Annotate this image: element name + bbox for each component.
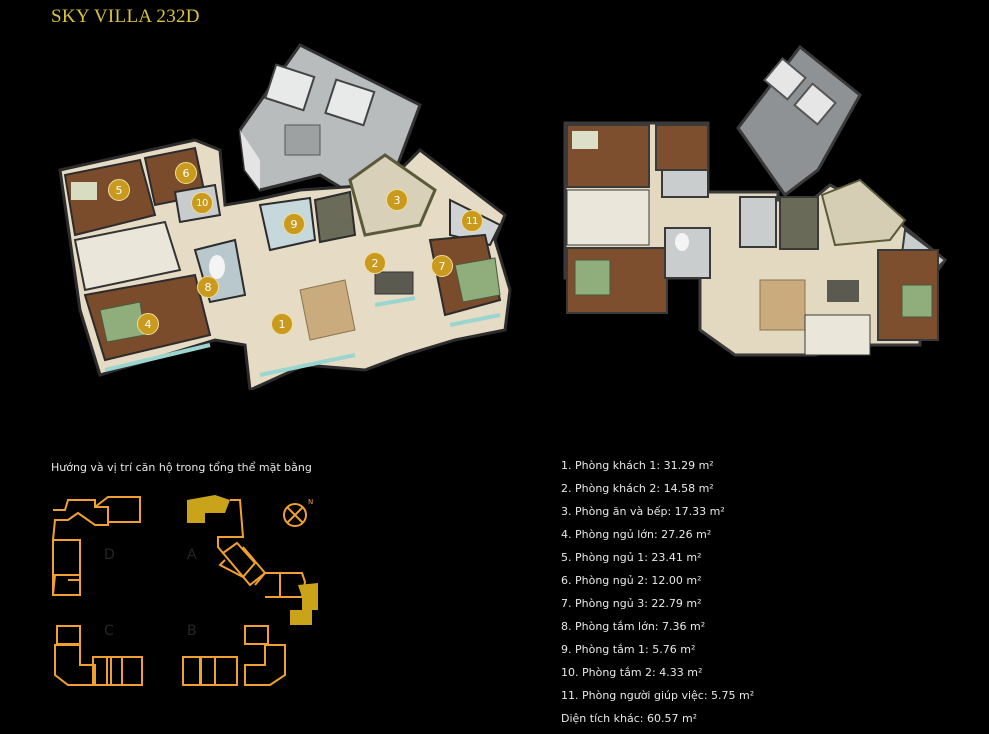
room-marker-2[interactable]: 2	[364, 252, 386, 274]
svg-text:N: N	[308, 498, 313, 506]
floor-plan-2d-drawing	[563, 45, 948, 357]
room-item-1: 1. Phòng khách 1: 31.29 m²	[561, 459, 714, 472]
room-item-3: 3. Phòng ăn và bếp: 17.33 m²	[561, 505, 725, 518]
room-item-7: 7. Phòng ngủ 3: 22.79 m²	[561, 597, 702, 610]
floor-plan-3d-drawing	[58, 43, 512, 390]
room-item-8: 8. Phòng tắm lớn: 7.36 m²	[561, 620, 706, 633]
floor-plan-3d	[45, 40, 515, 390]
room-marker-8[interactable]: 8	[197, 276, 219, 298]
room-marker-4[interactable]: 4	[137, 313, 159, 335]
room-item-2: 2. Phòng khách 2: 14.58 m²	[561, 482, 714, 495]
site-map: N D A C B	[40, 485, 340, 695]
room-marker-10[interactable]: 10	[191, 192, 213, 214]
site-map-drawing: N	[51, 495, 318, 686]
block-label-c: C	[104, 623, 114, 639]
room-marker-6[interactable]: 6	[175, 162, 197, 184]
room-item-10: 10. Phòng tắm 2: 4.33 m²	[561, 666, 703, 679]
room-item-11: 11. Phòng người giúp việc: 5.75 m²	[561, 689, 755, 702]
compass-icon	[283, 503, 307, 527]
room-area-list: 1. Phòng khách 1: 31.29 m² 2. Phòng khác…	[561, 458, 754, 734]
site-map-caption: Hướng và vị trí căn hộ trong tổng thể mặ…	[51, 461, 312, 474]
room-marker-1[interactable]: 1	[271, 313, 293, 335]
block-label-a: A	[187, 547, 197, 563]
room-item-4: 4. Phòng ngủ lớn: 27.26 m²	[561, 528, 712, 541]
room-item-6: 6. Phòng ngủ 2: 12.00 m²	[561, 574, 702, 587]
room-marker-9[interactable]: 9	[283, 213, 305, 235]
block-label-d: D	[104, 547, 115, 563]
floor-plan-2d	[560, 45, 955, 360]
room-item-9: 9. Phòng tắm 1: 5.76 m²	[561, 643, 696, 656]
room-item-5: 5. Phòng ngủ 1: 23.41 m²	[561, 551, 702, 564]
page-title: SKY VILLA 232D	[51, 6, 200, 27]
room-marker-7[interactable]: 7	[431, 255, 453, 277]
block-label-b: B	[187, 623, 197, 639]
room-marker-5[interactable]: 5	[108, 179, 130, 201]
other-area-item: Diện tích khác: 60.57 m²	[561, 712, 698, 725]
room-marker-3[interactable]: 3	[386, 189, 408, 211]
room-marker-11[interactable]: 11	[461, 210, 483, 232]
